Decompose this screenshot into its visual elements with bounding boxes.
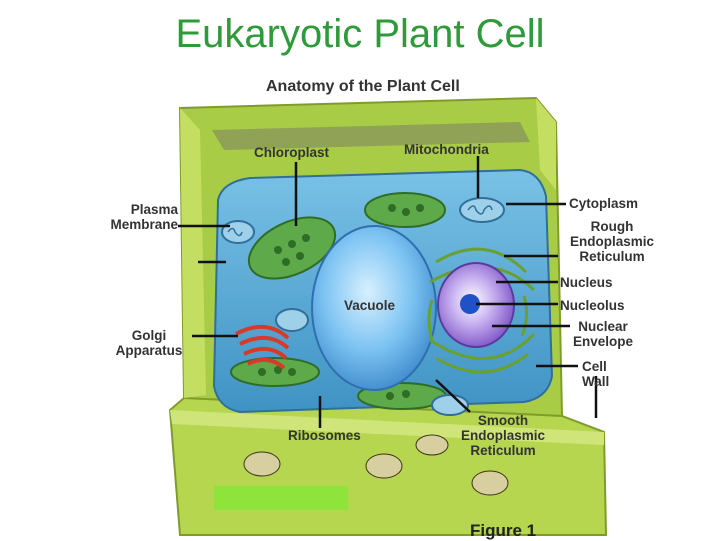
label-vacuole: Vacuole xyxy=(344,298,396,313)
label-nucleolus: Nucleolus xyxy=(560,298,625,313)
chloroplast xyxy=(230,192,447,410)
nucleolus xyxy=(460,294,480,314)
label-cytoplasm: Cytoplasm xyxy=(569,196,639,211)
plasmodesmata xyxy=(243,434,509,496)
slide-title: Eukaryotic Plant Cell xyxy=(175,12,545,56)
label-nuclear-envelope: Nuclear Envelope xyxy=(572,319,634,349)
highlight-box xyxy=(214,486,348,510)
label-golgi-apparatus: Golgi Apparatus xyxy=(115,328,183,358)
label-rough-er: Rough Endoplasmic Reticulum xyxy=(569,219,655,264)
label-mitochondria: Mitochondria xyxy=(404,142,489,157)
label-plasma-membrane: Plasma Membrane xyxy=(110,202,178,232)
label-nucleus: Nucleus xyxy=(560,275,613,290)
mitochondria xyxy=(221,197,505,416)
diagram-subtitle: Anatomy of the Plant Cell xyxy=(266,78,460,95)
label-cell-wall: Cell Wall xyxy=(582,359,610,389)
vacuole xyxy=(311,225,437,391)
label-ribosomes: Ribosomes xyxy=(288,428,361,443)
golgi-apparatus xyxy=(235,325,290,370)
leader-lines xyxy=(178,156,598,428)
label-chloroplast: Chloroplast xyxy=(254,145,330,160)
label-smooth-er: Smooth Endoplasmic Reticulum xyxy=(460,413,546,458)
figure-caption: Figure 1 xyxy=(470,521,537,540)
